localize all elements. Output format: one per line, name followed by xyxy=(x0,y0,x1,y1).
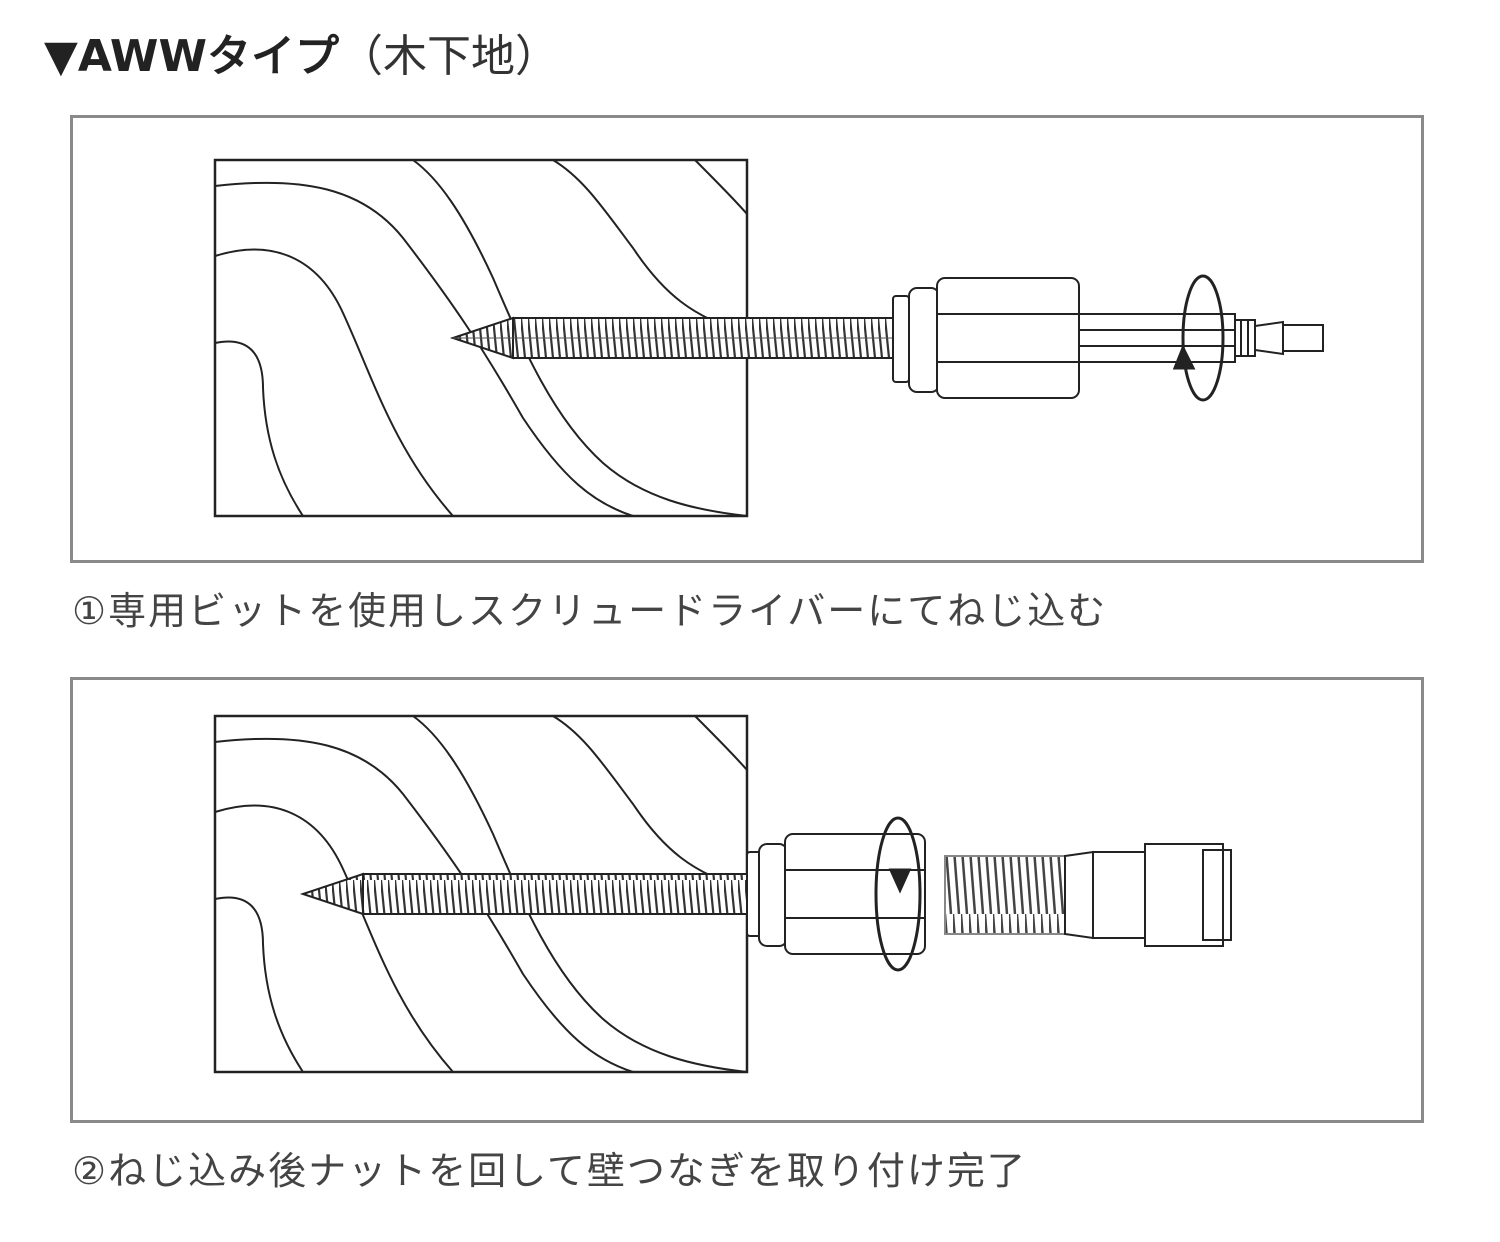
screw xyxy=(449,316,894,360)
step1-illustration xyxy=(213,158,1324,518)
section-title-substrate: （木下地） xyxy=(338,31,559,82)
wood-block xyxy=(213,158,749,518)
section-title-type: ▼AWWタイプ xyxy=(44,31,339,82)
section-title: ▼AWWタイプ（木下地） xyxy=(44,22,559,82)
step1-illustration-panel xyxy=(70,115,1424,563)
step2-caption: ②ねじ込み後ナットを回して壁つなぎを取り付け完了 xyxy=(72,1149,1027,1193)
step2-illustration xyxy=(213,714,1232,1074)
rotation-arrow-icon xyxy=(874,816,922,972)
driver-bit xyxy=(1078,313,1324,363)
step1-caption: ①専用ビットを使用しスクリュードライバーにてねじ込む xyxy=(72,589,1108,633)
wall-tie-bolt xyxy=(944,843,1232,947)
step2-illustration-panel xyxy=(70,677,1424,1123)
nut-assembly xyxy=(746,833,926,955)
nut-assembly xyxy=(892,277,1080,399)
screw xyxy=(299,872,748,916)
rotation-arrow-icon xyxy=(1172,274,1225,402)
